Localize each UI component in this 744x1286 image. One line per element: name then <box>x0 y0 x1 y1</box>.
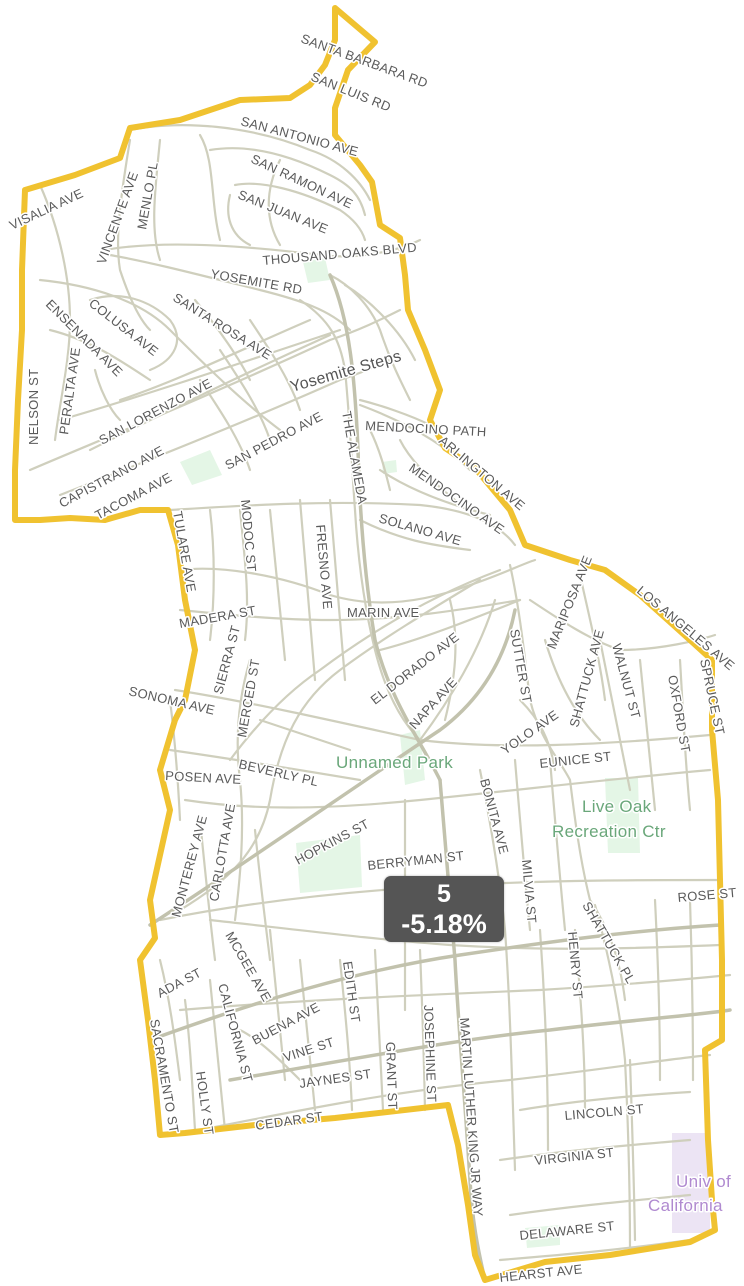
district-badge[interactable]: 5 -5.18% <box>384 876 504 942</box>
park-area <box>605 778 640 853</box>
park-area <box>296 835 362 893</box>
street-label: SHATTUCK PL <box>579 899 638 986</box>
street-label: PERALTA AVE <box>56 346 83 435</box>
street-label: OXFORD ST <box>665 674 693 754</box>
street-label: SUTTER ST <box>507 628 535 704</box>
park-area <box>180 450 222 485</box>
street-label: SPRUCE ST <box>697 658 728 737</box>
park-label: Unnamed Park <box>336 753 453 772</box>
campus-area <box>672 1133 710 1233</box>
street-label: MENLO PL <box>134 161 161 231</box>
major-roads <box>148 273 732 1282</box>
campus-label: California <box>648 1196 723 1215</box>
campus-label: Univ of <box>676 1172 731 1191</box>
street-label: MARTIN LUTHER KING JR WAY <box>457 1017 486 1217</box>
district-change-percent: -5.18% <box>401 909 487 939</box>
street-label: TULARE AVE <box>170 510 199 594</box>
district-boundary <box>12 5 725 1283</box>
street-label: SAN LUIS RD <box>309 69 393 115</box>
place-labels: Unnamed Park Live Oak Recreation Ctr Uni… <box>335 752 733 1217</box>
street-label: MILVIA ST <box>519 859 540 924</box>
street-label: VISALIA AVE <box>7 185 86 232</box>
street-label: SANTA ROSA AVE <box>170 290 274 363</box>
street-label: MARIN AVE <box>347 605 420 620</box>
street-label: CARLOTTA AVE <box>206 802 238 902</box>
street-label: JOSEPHINE ST <box>421 1005 439 1103</box>
street-label: NELSON ST <box>26 369 41 445</box>
street-label: MENDOCINO PATH <box>365 418 487 439</box>
district-number: 5 <box>437 880 451 908</box>
street-label: JAYNES ST <box>298 1066 372 1091</box>
park-area <box>525 1225 560 1248</box>
street-label: HOLLY ST <box>193 1070 217 1136</box>
street-label: GRANT ST <box>383 1042 400 1110</box>
street-label: LOS ANGELES AVE <box>634 583 738 673</box>
street-label: POSEN AVE <box>165 768 242 787</box>
street-label: MODOC ST <box>238 499 259 572</box>
street-label: BERRYMAN ST <box>367 848 465 873</box>
street-label: HENRY ST <box>565 931 586 1000</box>
street-label: SIERRA ST <box>210 624 243 696</box>
park-label: Live Oak <box>582 797 652 816</box>
street-label: HEARST AVE <box>499 1261 584 1285</box>
street-label: ROSE ST <box>677 885 737 905</box>
street-label: VIRGINIA ST <box>534 1145 615 1168</box>
street-label: CEDAR ST <box>254 1109 324 1133</box>
street-label: BONITA AVE <box>477 777 512 856</box>
park-label: Recreation Ctr <box>552 822 666 841</box>
street-label: YOSEMITE RD <box>209 266 303 297</box>
street-label: THOUSAND OAKS BLVD <box>262 240 417 268</box>
street-label: DELAWARE ST <box>519 1218 616 1243</box>
street-label: CALIFORNIA ST <box>215 982 256 1084</box>
park-area <box>303 258 330 283</box>
street-label: EUNICE ST <box>539 749 612 771</box>
